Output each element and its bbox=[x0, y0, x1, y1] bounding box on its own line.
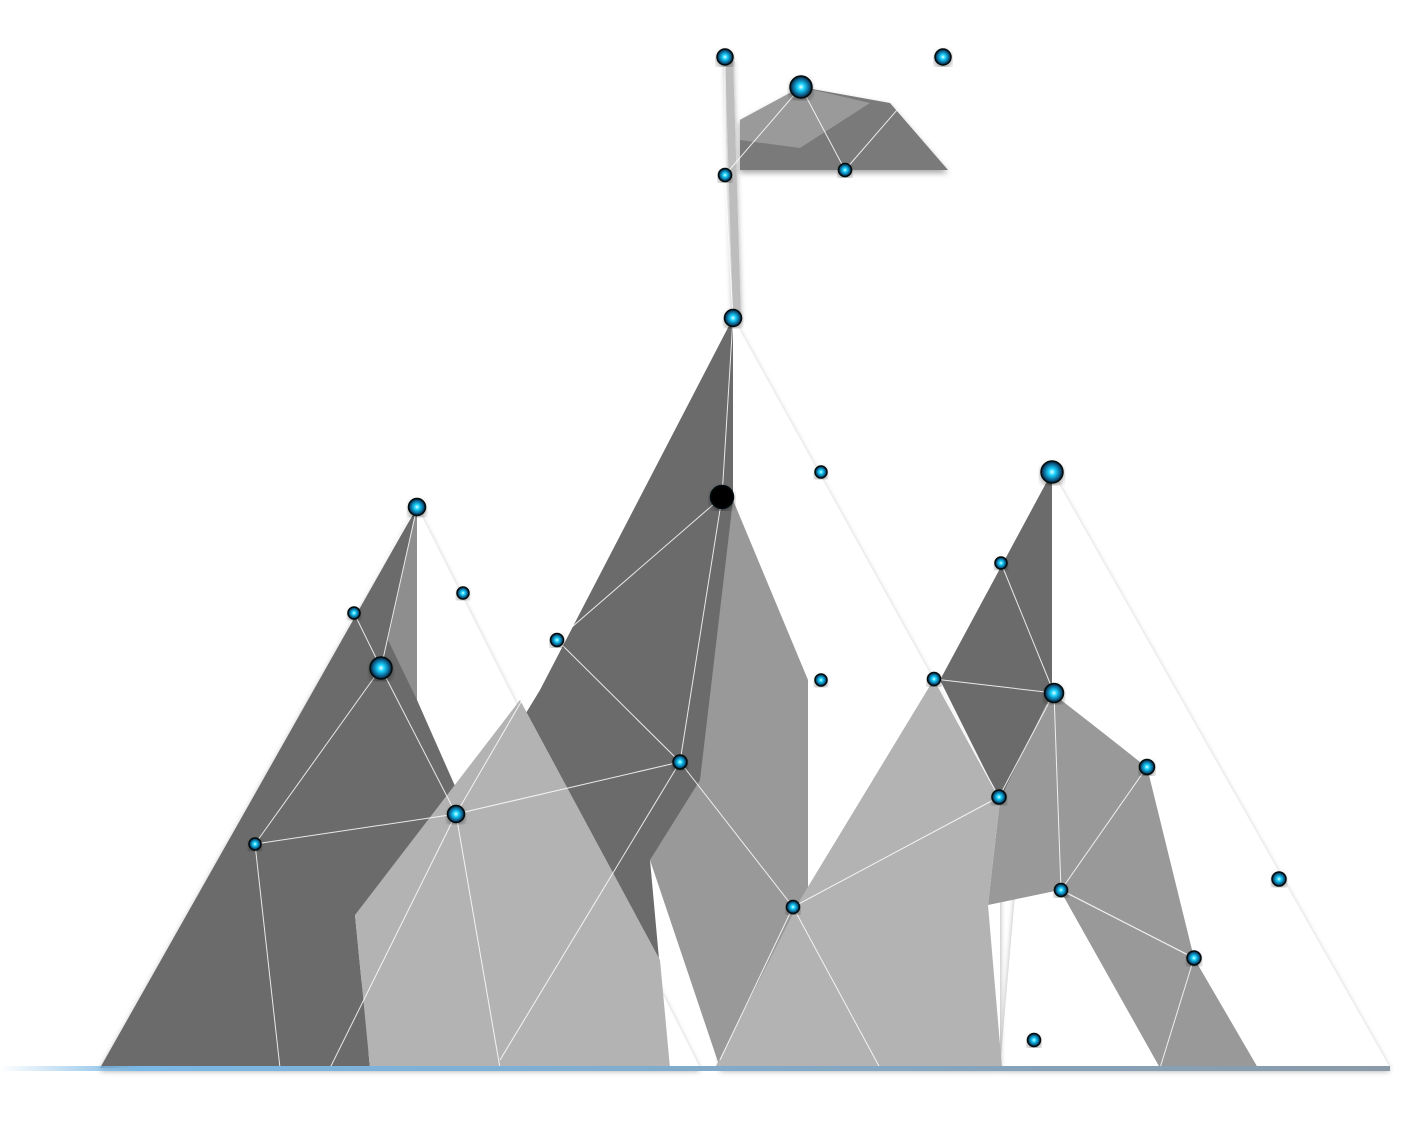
network-edge bbox=[380, 506, 418, 669]
left-mountain-dark-face bbox=[100, 507, 470, 1068]
network-edge bbox=[254, 813, 457, 845]
glowing-node-icon bbox=[456, 586, 470, 600]
glowing-node-icon bbox=[789, 75, 813, 99]
glowing-node-icon bbox=[347, 606, 361, 620]
glowing-node-icon bbox=[994, 556, 1008, 570]
network-nodes bbox=[248, 48, 1287, 1048]
dark-node-icon bbox=[709, 484, 735, 510]
glowing-node-icon bbox=[1138, 758, 1156, 776]
network-edge bbox=[724, 86, 802, 176]
flag-pole bbox=[725, 57, 741, 318]
network-edge bbox=[1159, 957, 1195, 1069]
flag bbox=[725, 57, 948, 318]
glowing-node-icon bbox=[407, 497, 427, 517]
right-mountain-dark-face bbox=[940, 472, 1052, 800]
network-edge bbox=[1000, 562, 1055, 694]
network-edge bbox=[844, 56, 944, 171]
network-edges bbox=[254, 56, 1195, 1069]
network-edge bbox=[455, 639, 558, 815]
glowing-node-icon bbox=[1271, 871, 1287, 887]
glowing-node-icon bbox=[369, 656, 393, 680]
glowing-node-icon bbox=[837, 162, 853, 178]
glowing-node-icon bbox=[785, 899, 801, 915]
center-mountain-mid-face bbox=[650, 500, 808, 1068]
glowing-node-icon bbox=[1053, 882, 1069, 898]
glowing-node-icon bbox=[248, 837, 262, 851]
network-edge bbox=[556, 496, 723, 641]
left-mountain-facet bbox=[388, 507, 417, 700]
glowing-node-icon bbox=[723, 308, 743, 328]
right-mountain-mid-face bbox=[988, 693, 1258, 1068]
ground-line bbox=[0, 1066, 1390, 1071]
network-edge bbox=[724, 174, 734, 319]
glowing-node-icon bbox=[716, 48, 734, 66]
glowing-node-icon bbox=[1040, 460, 1064, 484]
network-edge bbox=[556, 639, 681, 763]
glowing-node-icon bbox=[1043, 682, 1065, 704]
network-edge bbox=[1053, 692, 1148, 768]
network-edge bbox=[792, 906, 881, 1069]
glowing-node-icon bbox=[446, 804, 466, 824]
flag-facet bbox=[740, 87, 870, 148]
mountains bbox=[100, 318, 1390, 1068]
network-edge bbox=[1060, 766, 1148, 891]
network-edge bbox=[455, 813, 501, 1069]
network-edge bbox=[792, 796, 1000, 908]
glowing-node-icon bbox=[814, 465, 828, 479]
center-mountain-light-face bbox=[355, 700, 670, 1068]
glowing-node-icon bbox=[549, 632, 565, 648]
glowing-node-icon bbox=[934, 48, 952, 66]
network-edge bbox=[679, 496, 723, 763]
network-edge bbox=[724, 56, 802, 88]
network-edge bbox=[998, 692, 1055, 798]
network-edge bbox=[254, 667, 382, 845]
glowing-node-icon bbox=[717, 167, 733, 183]
network-edge bbox=[254, 843, 281, 1069]
network-edge bbox=[721, 317, 734, 498]
network-edge bbox=[679, 761, 794, 908]
glowing-node-icon bbox=[1026, 1032, 1042, 1048]
network-edge bbox=[800, 56, 944, 88]
center-mountain-dark-face bbox=[310, 318, 733, 1068]
network-edge bbox=[329, 813, 457, 1069]
glowing-node-icon bbox=[814, 673, 828, 687]
glowing-node-icon bbox=[672, 754, 688, 770]
network-edge bbox=[800, 86, 846, 171]
network-edge bbox=[353, 506, 418, 614]
network-edge bbox=[933, 678, 1000, 798]
glowing-node-icon bbox=[926, 671, 942, 687]
center-right-light-face bbox=[715, 679, 1002, 1068]
network-edge bbox=[719, 906, 794, 1061]
network-edge bbox=[455, 761, 681, 815]
network-edge bbox=[933, 678, 1055, 694]
glowing-node-icon bbox=[1186, 950, 1202, 966]
network-edge bbox=[1053, 692, 1062, 891]
glowing-node-icon bbox=[991, 789, 1007, 805]
network-edge bbox=[499, 761, 681, 1061]
network-edge bbox=[1060, 889, 1195, 959]
network-edge bbox=[380, 667, 457, 815]
